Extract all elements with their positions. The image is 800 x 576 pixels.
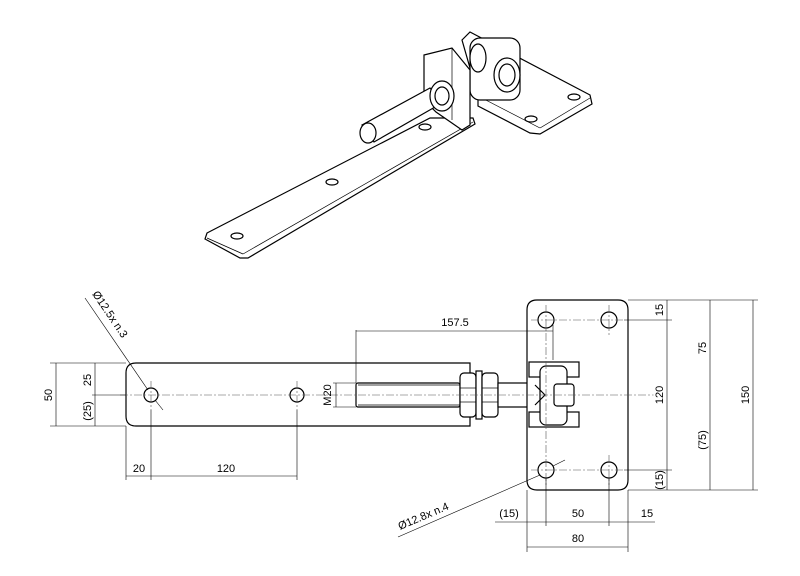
dim-edge-to-hole: 20 — [133, 463, 145, 475]
dim-plate-height: 150 — [740, 386, 752, 404]
dim-plate-left-margin: (15) — [499, 508, 519, 520]
isometric-view — [204, 31, 593, 259]
strap-outline — [125, 362, 471, 427]
front-view — [120, 299, 660, 491]
iso-strap-hole — [325, 178, 339, 186]
dim-plate-bottom-margin: (15) — [654, 470, 666, 490]
dim-strap-hole-label: Ø12.5x n.3 — [90, 289, 130, 340]
dim-strap-width: 50 — [43, 389, 55, 401]
dim-pin-length: 157.5 — [441, 317, 469, 329]
dim-plate-width: 80 — [572, 533, 584, 545]
clevis — [528, 361, 580, 428]
dimensions: 50 25 (25) Ø12.5x n.3 20 120 M20 157.5 1… — [43, 289, 758, 552]
dim-strap-half-bottom: (25) — [82, 401, 94, 421]
dim-plate-hole-spacing-v: 120 — [654, 386, 666, 404]
dim-thread: M20 — [322, 384, 334, 405]
iso-strap-hole — [418, 123, 432, 131]
dim-strap-half-top: 25 — [82, 374, 94, 386]
base-plate-outline — [526, 299, 629, 491]
dim-strap-hole-spacing: 120 — [217, 463, 235, 475]
iso-strap — [204, 117, 476, 259]
dim-plate-half-bottom: (75) — [697, 430, 709, 450]
dim-plate-top-margin: 15 — [654, 304, 666, 316]
dim-plate-half-top: 75 — [697, 342, 709, 354]
dim-plate-right-margin: 15 — [641, 508, 653, 520]
dim-plate-hole-label: Ø12.8x n.4 — [396, 501, 450, 533]
iso-strap-hole — [230, 232, 244, 240]
dim-plate-hole-spacing-h: 50 — [572, 508, 584, 520]
